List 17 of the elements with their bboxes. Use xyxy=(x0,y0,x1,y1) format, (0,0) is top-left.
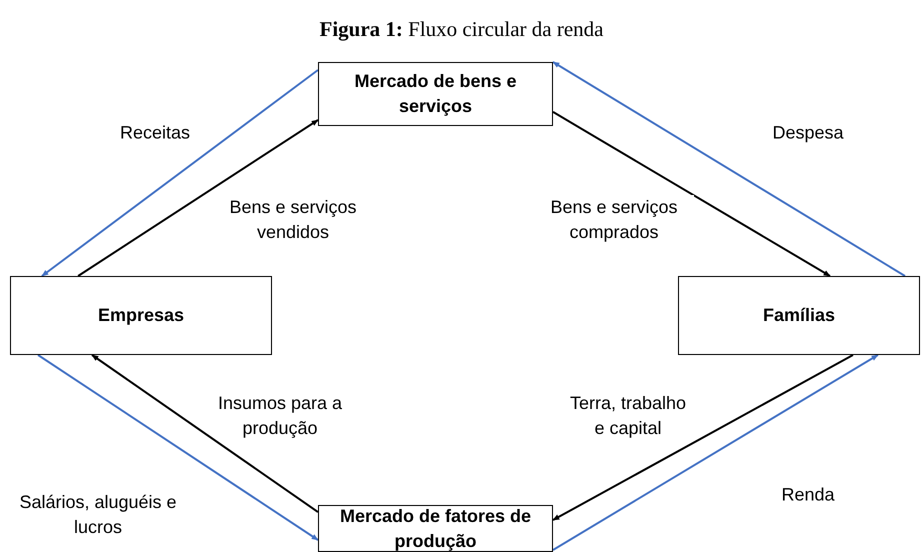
process-box xyxy=(678,276,920,355)
process-box xyxy=(318,62,553,126)
process-box xyxy=(10,276,272,355)
node-label: Mercado de bens e serviços xyxy=(353,70,518,118)
figure-title: Figura 1: Fluxo circular da renda xyxy=(318,17,604,41)
arrow xyxy=(41,69,319,277)
node-label: Mercado de fatores de produção xyxy=(338,504,532,552)
arrow xyxy=(552,111,831,277)
arrow xyxy=(552,354,854,521)
arrow xyxy=(78,119,319,277)
arrow xyxy=(552,354,878,551)
node-label: Famílias xyxy=(762,304,836,327)
arrow xyxy=(37,354,319,541)
arrow xyxy=(91,354,319,513)
arrow xyxy=(552,61,906,277)
process-box xyxy=(318,505,553,552)
node-label: Empresas xyxy=(98,304,184,327)
